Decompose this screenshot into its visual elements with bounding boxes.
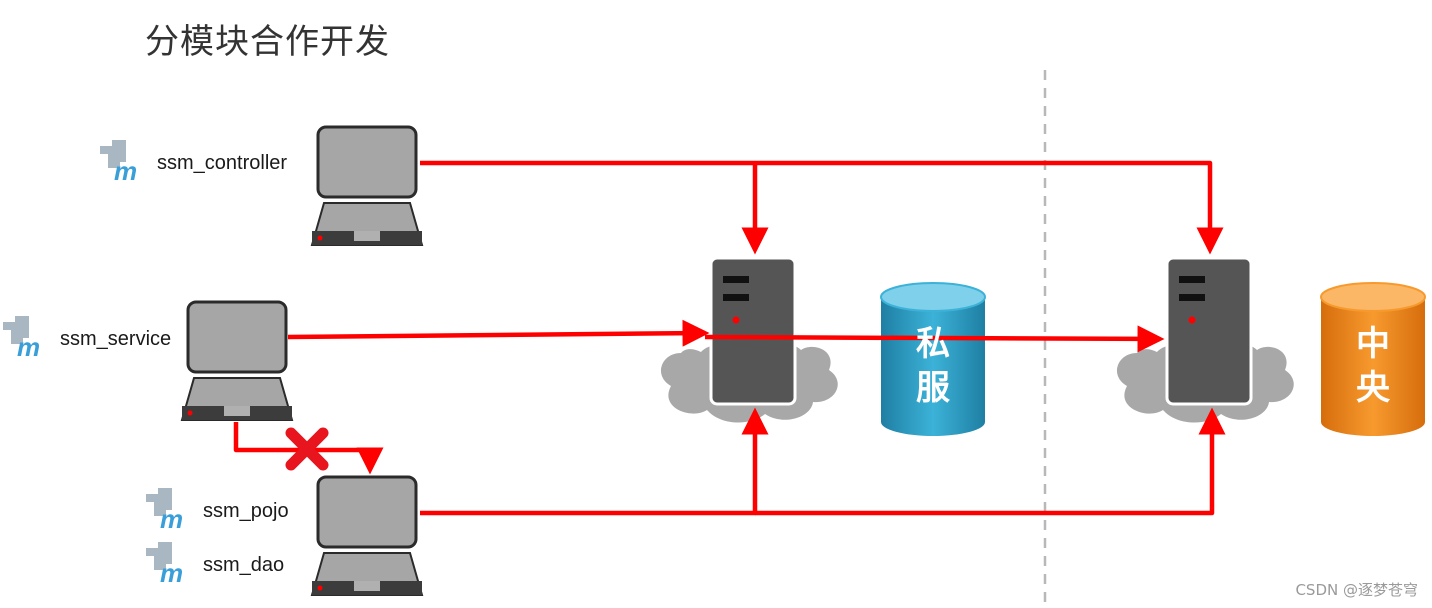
- central-repository-cylinder: [1320, 282, 1426, 436]
- private-repo-label-line2: 服: [916, 368, 950, 408]
- developer-laptop-pojo-dao: [310, 475, 424, 597]
- private-repository-cylinder: [880, 282, 986, 436]
- arrow-controller-to-central: [420, 160, 1224, 255]
- arrow-service-to-private: [287, 319, 710, 347]
- module-label-dao: ssm_dao: [203, 554, 285, 576]
- private-repo-label: 私 服: [903, 322, 963, 410]
- central-repo-label-line2: 央: [1356, 368, 1390, 408]
- arrow-service-to-central: [704, 325, 1165, 353]
- module-label-controller: ssm_controller: [157, 152, 288, 174]
- module-label-pojo: ssm_pojo: [203, 500, 289, 522]
- dependency-arrows: [233, 160, 1226, 516]
- developer-laptop-controller: [310, 125, 424, 247]
- page-title: 分模块合作开发: [145, 22, 390, 62]
- central-repo-label-line1: 中: [1356, 324, 1390, 364]
- private-server: [659, 256, 840, 425]
- arrow-pojo-to-central: [755, 407, 1226, 516]
- maven-module-icon-controller: [100, 140, 138, 186]
- central-repo-label: 中 央: [1343, 322, 1403, 410]
- arrow-pojo-to-private: [420, 407, 769, 516]
- maven-module-icon-dao: [146, 542, 184, 588]
- maven-module-icon-service: [3, 316, 41, 362]
- watermark: CSDN @逐梦苍穹: [1295, 581, 1418, 599]
- blocked-cross-icon: [285, 427, 329, 471]
- maven-module-icon-pojo: [146, 488, 184, 534]
- private-repo-label-line1: 私: [916, 324, 950, 364]
- module-label-service: ssm_service: [60, 328, 172, 350]
- developer-laptop-service: [180, 300, 294, 422]
